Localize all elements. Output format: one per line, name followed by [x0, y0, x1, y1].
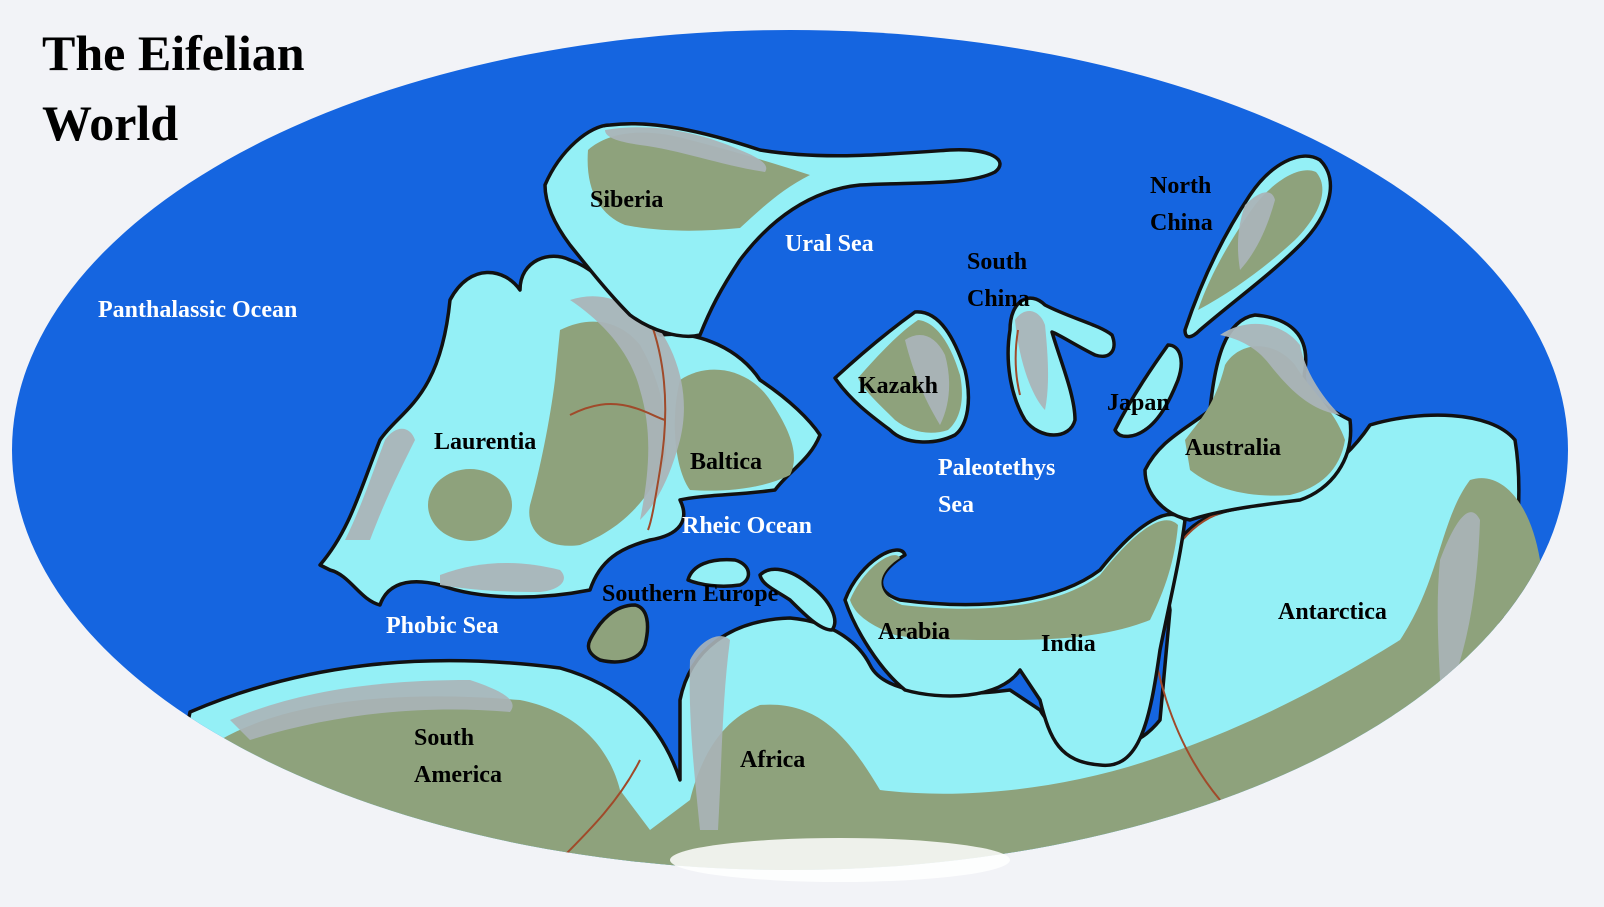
arabia-india-land [850, 520, 1178, 640]
baltica-land [674, 369, 794, 491]
south-china-mountains [1015, 310, 1049, 410]
iapetus-suture [647, 319, 667, 531]
laurentia-land [529, 321, 667, 546]
label-north-china: North China [1150, 173, 1213, 236]
laurentia-south-mountains [440, 563, 564, 592]
label-baltica: Baltica [690, 449, 762, 475]
laurentia-west-mountains [345, 428, 415, 540]
label-arabia: Arabia [878, 619, 950, 645]
kazakh-mountains [905, 335, 950, 425]
label-panthalassic-ocean: Panthalassic Ocean [98, 297, 298, 323]
siberia-mountains [605, 127, 767, 172]
label-india: India [1041, 631, 1096, 657]
label-south-china: South China [967, 249, 1030, 312]
andes-mountains [230, 680, 513, 740]
laurentia-inland-land [428, 469, 512, 541]
label-japan: Japan [1107, 390, 1170, 416]
southern-europe-island-east [758, 567, 837, 632]
laurentia-suture [569, 403, 666, 421]
label-rheic-ocean: Rheic Ocean [682, 513, 812, 539]
south-china-suture [1014, 329, 1021, 396]
label-africa: Africa [740, 747, 806, 773]
label-siberia: Siberia [590, 187, 664, 213]
label-southern-europe: Southern Europe [602, 581, 779, 607]
label-antarctica: Antarctica [1278, 599, 1387, 625]
appalachian-mountains [570, 296, 684, 520]
label-ural-sea: Ural Sea [785, 231, 874, 257]
label-phobic-sea: Phobic Sea [386, 613, 499, 639]
label-kazakh: Kazakh [858, 373, 939, 399]
africa-mountains [689, 636, 730, 830]
map-title-line-2: World [42, 95, 179, 151]
north-china-mountains [1237, 192, 1275, 270]
label-paleotethys-sea: Paleotethys Sea [938, 455, 1056, 518]
label-australia: Australia [1185, 435, 1281, 461]
australia-mountains [1220, 323, 1340, 415]
southern-europe-island-mid [686, 557, 751, 588]
siberia-land [587, 132, 810, 231]
label-south-america: South America [414, 725, 502, 788]
southern-europe-island-west [586, 603, 650, 664]
label-laurentia: Laurentia [434, 429, 537, 455]
map-bottom-haze [670, 838, 1010, 882]
japan-shelf [1113, 343, 1183, 439]
map-title-line-1: The Eifelian [42, 25, 305, 81]
north-china-land [1198, 170, 1323, 310]
suture-line-south [559, 759, 641, 861]
antarctic-mountains [1437, 512, 1480, 690]
